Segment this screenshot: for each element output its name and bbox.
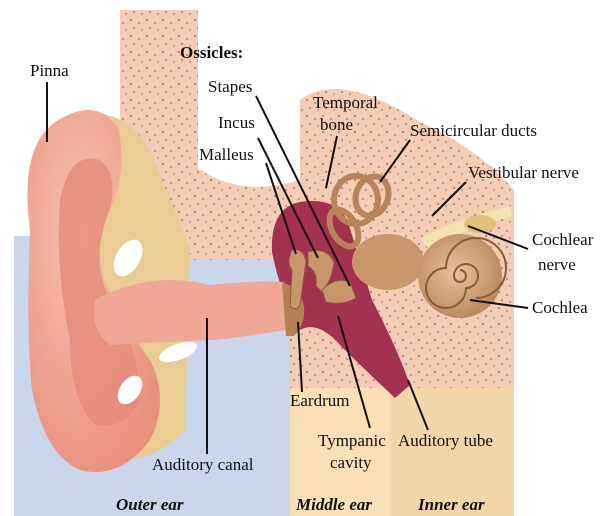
auditory-canal-label: Auditory canal <box>152 455 254 474</box>
cochlear-nerve-label-line1: Cochlear <box>532 230 594 249</box>
temporal-bone-label-line2: bone <box>320 115 353 134</box>
inner-ear-label: Inner ear <box>417 495 485 514</box>
semicircular-ducts-label: Semicircular ducts <box>410 121 537 140</box>
tympanic-cavity-label-line2: cavity <box>330 453 372 472</box>
outer-ear-label: Outer ear <box>116 495 184 514</box>
cochlea-label: Cochlea <box>532 298 588 317</box>
stapes-label: Stapes <box>208 77 252 96</box>
cochlear-nerve-label-line2: nerve <box>538 255 576 274</box>
eardrum-label: Eardrum <box>290 391 349 410</box>
auditory-tube-label: Auditory tube <box>398 431 493 450</box>
middle-ear-label: Middle ear <box>295 495 372 514</box>
malleus-label: Malleus <box>199 145 254 164</box>
temporal-bone-label-line1: Temporal <box>313 93 378 112</box>
tympanic-cavity-label-line1: Tympanic <box>318 431 386 450</box>
vestibular-nerve-label: Vestibular nerve <box>468 163 579 182</box>
incus-label: Incus <box>218 113 255 132</box>
pinna-label: Pinna <box>30 61 69 80</box>
ossicles-heading: Ossicles: <box>180 43 243 62</box>
vestibule <box>352 234 424 290</box>
